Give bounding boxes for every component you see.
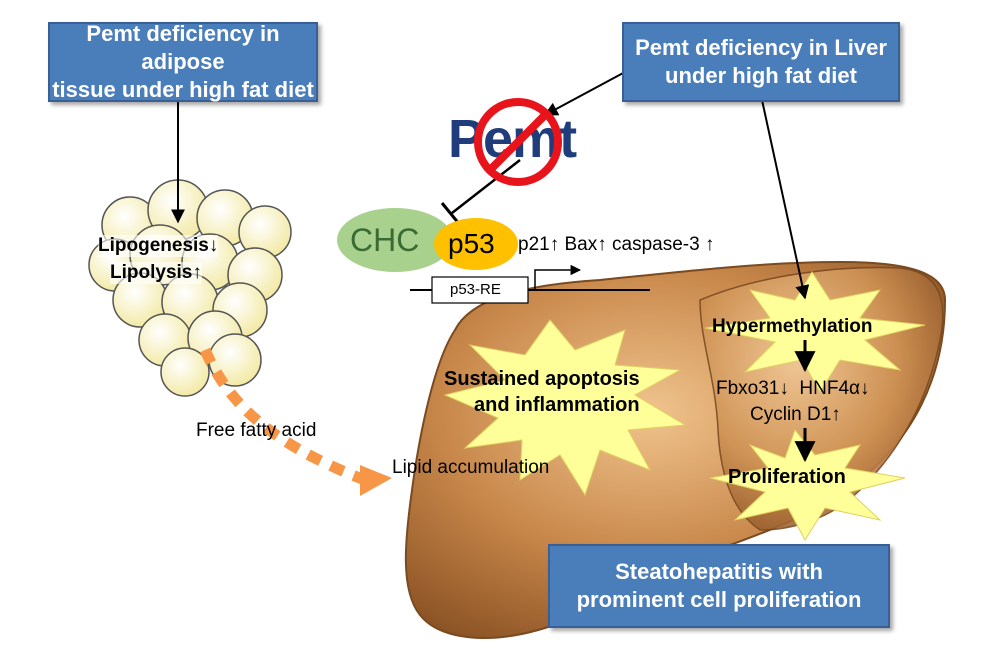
p53-re-label: p53-RE xyxy=(450,281,501,298)
p53-targets-label: p21↑ Bax↑ caspase-3 ↑ xyxy=(518,234,715,255)
proliferation-label: Proliferation xyxy=(728,466,846,488)
p53-re-box xyxy=(431,276,529,304)
apoptosis-label-line2: and inflammation xyxy=(474,394,640,416)
pemt-inhibition-line xyxy=(451,159,521,214)
chc-label: CHC xyxy=(350,222,420,258)
adipose-box-line2: tissue under high fat diet xyxy=(52,77,314,102)
lipogenesis-label: Lipogenesis↓ xyxy=(98,235,219,257)
free-fatty-acid-label: Free fatty acid xyxy=(196,420,317,441)
liver-deficiency-box: Pemt deficiency in Liver under high fat … xyxy=(622,22,900,102)
apoptosis-label-line1: Sustained apoptosis xyxy=(444,368,640,390)
apoptosis-burst xyxy=(443,319,687,497)
proliferation-burst xyxy=(709,428,906,541)
p53-label: p53 xyxy=(448,228,495,259)
liver-to-pemt-arrow xyxy=(543,71,626,116)
adipose-deficiency-box: Pemt deficiency in adipose tissue under … xyxy=(48,21,318,102)
hypermethylation-label: Hypermethylation xyxy=(712,316,873,337)
outcome-box-line1: Steatohepatitis with xyxy=(615,559,823,584)
prohibit-icon-overlay xyxy=(474,98,562,186)
liver-to-hypermethylation-arrow xyxy=(761,99,810,300)
lipid-accumulation-label: Lipid accumulation xyxy=(392,457,550,478)
gene-changes-line2: Cyclin D1↑ xyxy=(750,404,841,425)
p53-ellipse xyxy=(434,218,518,270)
transcription-start-arrow xyxy=(534,264,582,290)
free-fatty-acid-arrowhead xyxy=(360,465,392,496)
outcome-box-line2: prominent cell proliferation xyxy=(576,587,862,612)
adipocyte-cluster xyxy=(88,179,292,397)
free-fatty-acid-arrow xyxy=(199,347,367,486)
lipolysis-label: Lipolysis↑ xyxy=(110,262,202,284)
liver-box-line2: under high fat diet xyxy=(665,63,857,88)
gene-changes-line1: Fbxo31↓ HNF4α↓ xyxy=(716,378,870,399)
steatohepatitis-box: Steatohepatitis with prominent cell prol… xyxy=(548,544,890,628)
chc-ellipse xyxy=(337,208,453,272)
liver-box-line1: Pemt deficiency in Liver xyxy=(635,35,887,60)
hypermethylation-burst xyxy=(704,271,926,393)
adipose-box-line1: Pemt deficiency in adipose xyxy=(86,21,280,74)
